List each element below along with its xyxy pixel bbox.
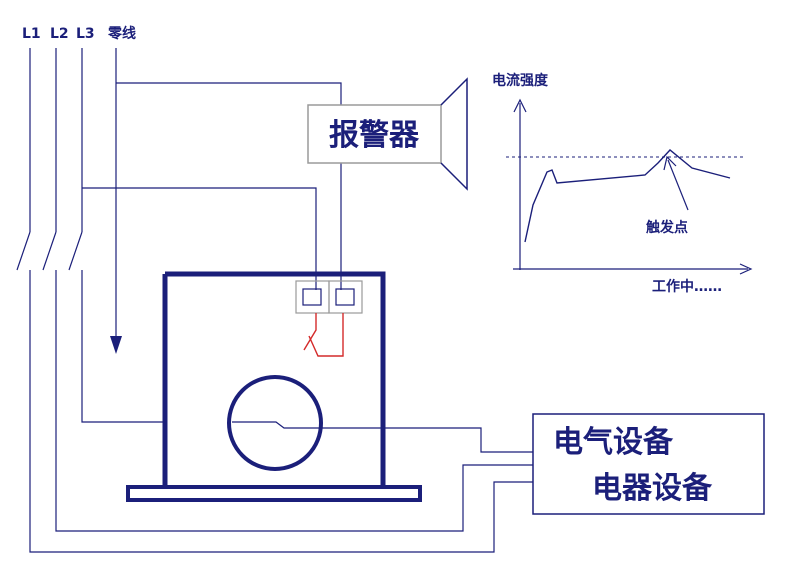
equipment-label-1: 电气设备: [553, 425, 674, 460]
graph-x-label: 工作中……: [652, 278, 722, 295]
label-neutral: 零线: [107, 25, 136, 42]
graph-trigger-pointer: [667, 159, 689, 211]
equipment-box: [532, 413, 765, 515]
neutral-arrow: [110, 336, 122, 354]
wiring: [29, 48, 533, 553]
equipment-label-2: 电器设备: [592, 471, 713, 506]
alarm-label: 报警器: [329, 118, 420, 153]
switch-l3: [68, 231, 83, 271]
ct-frame: [126, 271, 422, 502]
graph-x-arrow: [739, 263, 753, 275]
graph-trigger-label: 触发点: [645, 219, 688, 236]
current-graph: 电流强度 触发点 工作中……: [492, 72, 753, 295]
wire-l3-branch: [82, 187, 317, 290]
wire-l3: [81, 48, 165, 423]
switch-l1: [16, 231, 31, 271]
wire-neutral-branch: [116, 82, 342, 105]
graph-y-label: 电流强度: [492, 72, 549, 89]
switch-contacts: [16, 231, 83, 271]
alarm-box: [307, 104, 442, 164]
graph-trigger-arrowhead: [663, 155, 677, 171]
label-l1: L1: [22, 26, 41, 42]
label-l3: L3: [76, 26, 95, 42]
switch-l2: [42, 231, 57, 271]
label-l2: L2: [50, 26, 69, 42]
graph-current-curve: [524, 149, 731, 243]
ct-core: [227, 375, 323, 471]
red-leads: [303, 313, 344, 357]
wire-l2: [55, 48, 533, 532]
wire-l1: [29, 48, 533, 553]
horn-icon: [440, 77, 468, 191]
terminal-block: [295, 280, 363, 314]
ct-base: [126, 485, 422, 502]
graph-y-arrow: [513, 98, 527, 113]
